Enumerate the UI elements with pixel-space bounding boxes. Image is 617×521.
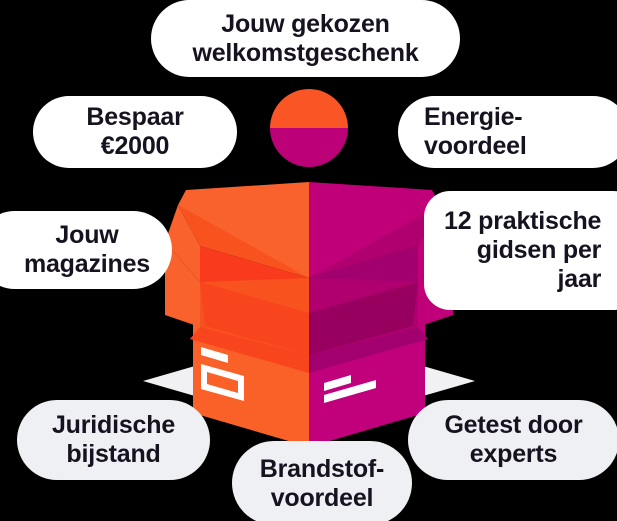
badge-bespaar: Bespaar €2000 — [33, 96, 237, 168]
badge-energievoordeel: Energie- voordeel — [398, 96, 617, 168]
badge-welkomstgeschenk: Jouw gekozen welkomstgeschenk — [151, 0, 460, 77]
badge-brandstofvoordeel: Brandstof- voordeel — [232, 441, 412, 521]
box-flap-upper-right — [309, 195, 440, 278]
box-flap-top-left — [178, 182, 309, 278]
box-flap-lower-right-edge — [309, 327, 428, 373]
box-inner-left — [200, 246, 309, 313]
box-flap-lower-left-edge — [190, 327, 309, 373]
badge-praktische-gidsen: 12 praktische gidsen per jaar — [424, 191, 617, 310]
box-left-inner-shade — [200, 282, 309, 355]
badge-juridische-bijstand: Juridische bijstand — [17, 400, 210, 480]
box-inner-right — [309, 246, 418, 313]
box-right-inner-shade — [309, 282, 418, 355]
box-left-face — [193, 319, 309, 447]
box-flap-upper-left — [178, 195, 309, 278]
box-label-left — [201, 347, 244, 401]
box-flap-lower-left — [200, 278, 309, 355]
bicolor-circle-icon — [270, 89, 348, 167]
badge-getest-door-experts: Getest door experts — [408, 400, 617, 480]
box-right-face — [309, 319, 425, 447]
box-flap-lower-right — [309, 278, 418, 355]
box-flap-top-right — [309, 182, 440, 278]
badge-jouw-magazines: Jouw magazines — [0, 211, 172, 289]
box-label-right — [324, 375, 376, 403]
